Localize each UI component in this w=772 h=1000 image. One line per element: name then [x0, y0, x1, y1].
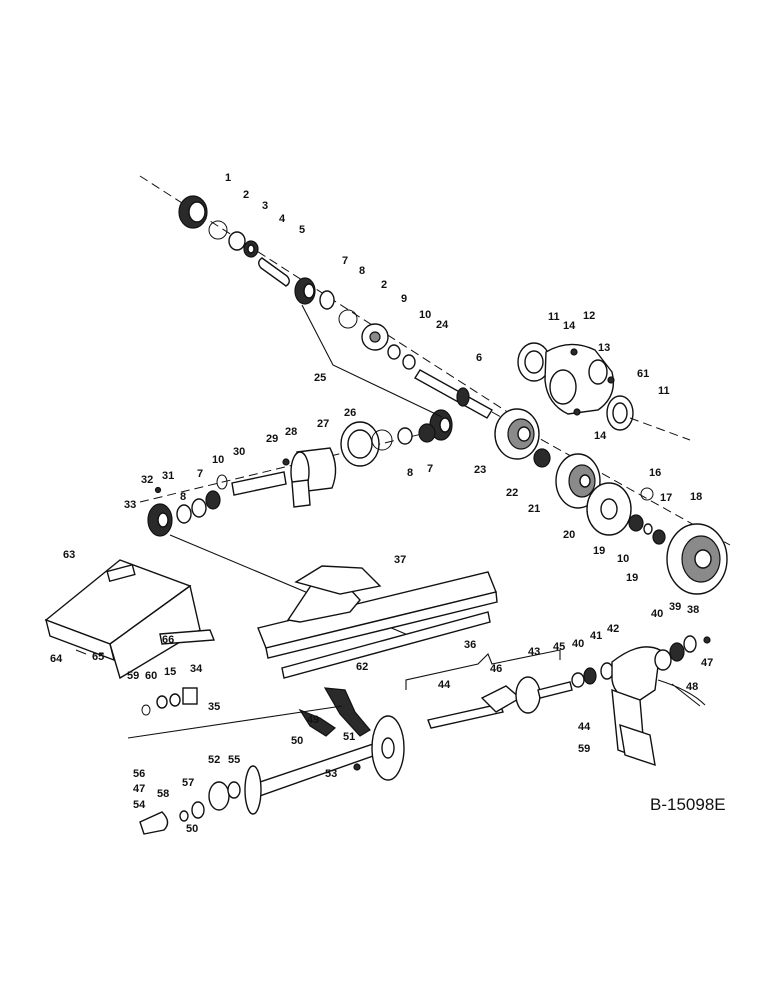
callout: 65 — [92, 651, 104, 663]
callout: 7 — [427, 463, 433, 475]
callout: 40 — [651, 608, 663, 620]
callout: 18 — [690, 491, 702, 503]
callout: 10 — [419, 309, 431, 321]
callout-labels: 1 2 3 4 5 7 8 2 9 10 24 6 25 11 14 12 13… — [50, 172, 713, 835]
callout: 44 — [578, 721, 591, 733]
callout: 4 — [279, 213, 286, 225]
callout: 48 — [686, 681, 698, 693]
shield — [44, 559, 216, 680]
callout: 53 — [325, 768, 337, 780]
callout: 57 — [182, 777, 194, 789]
frame-channel — [257, 565, 498, 679]
callout: 39 — [669, 601, 681, 613]
callout: 35 — [208, 701, 220, 713]
upper-shaft-assembly — [139, 175, 521, 441]
callout: 3 — [262, 200, 268, 212]
callout: 56 — [133, 768, 145, 780]
callout: 7 — [342, 255, 348, 267]
callout: 11 — [548, 311, 560, 323]
callout: 28 — [285, 426, 297, 438]
callout: 36 — [464, 639, 476, 651]
callout: 45 — [553, 641, 565, 653]
callout: 42 — [607, 623, 619, 635]
callout: 8 — [359, 265, 365, 277]
callout: 25 — [314, 372, 326, 384]
callout: 20 — [563, 529, 575, 541]
callout: 60 — [145, 670, 157, 682]
callout: 52 — [208, 754, 220, 766]
callout: 30 — [233, 446, 245, 458]
callout: 19 — [626, 572, 638, 584]
callout: 50 — [291, 735, 303, 747]
callout: 19 — [593, 545, 605, 557]
callout: 47 — [701, 657, 713, 669]
callout: 54 — [133, 799, 146, 811]
callout: 43 — [528, 646, 540, 658]
callout: 59 — [127, 670, 139, 682]
callout: 6 — [476, 352, 482, 364]
callout: 41 — [590, 630, 602, 642]
callout: 38 — [687, 604, 699, 616]
callout: 37 — [394, 554, 406, 566]
callout: 29 — [266, 433, 278, 445]
callout: 50 — [186, 823, 198, 835]
callout: 11 — [658, 385, 670, 397]
callout: 12 — [583, 310, 595, 322]
callout: 14 — [594, 430, 607, 442]
callout: 66 — [162, 634, 174, 646]
callout: 59 — [578, 743, 590, 755]
right-drive-assembly — [405, 635, 711, 767]
callout: 7 — [197, 468, 203, 480]
lower-drive-assembly — [127, 687, 405, 835]
callout: 2 — [381, 279, 387, 291]
pulley-assembly — [491, 408, 731, 595]
callout: 8 — [180, 491, 186, 503]
callout: 27 — [317, 418, 329, 430]
callout: 62 — [356, 661, 368, 673]
callout: 40 — [572, 638, 584, 650]
callout: 2 — [243, 189, 249, 201]
callout: 55 — [228, 754, 240, 766]
callout: 17 — [660, 492, 672, 504]
callout: 64 — [50, 653, 63, 665]
callout: 34 — [190, 663, 203, 675]
callout: 31 — [162, 470, 174, 482]
callout: 5 — [299, 224, 305, 236]
callout: 13 — [598, 342, 610, 354]
callout: 51 — [343, 731, 355, 743]
callout: 10 — [617, 553, 629, 565]
callout: 15 — [164, 666, 176, 678]
middle-shaft-assembly — [139, 421, 436, 641]
callout: 1 — [225, 172, 231, 184]
callout: 46 — [490, 663, 502, 675]
callout: 47 — [133, 783, 145, 795]
callout: 22 — [506, 487, 518, 499]
callout: 10 — [212, 454, 224, 466]
callout: 23 — [474, 464, 486, 476]
callout: 24 — [436, 319, 449, 331]
figure-id: B-15098E — [650, 795, 726, 814]
callout: 9 — [401, 293, 407, 305]
callout: 16 — [649, 467, 661, 479]
callout: 8 — [407, 467, 413, 479]
callout: 21 — [528, 503, 540, 515]
callout: 26 — [344, 407, 356, 419]
gear-housing — [517, 342, 691, 441]
callout: 63 — [63, 549, 75, 561]
callout: 58 — [157, 788, 169, 800]
callout: 14 — [563, 320, 576, 332]
callout: 44 — [438, 679, 451, 691]
callout: 33 — [124, 499, 136, 511]
callout: 32 — [141, 474, 153, 486]
callout: 49 — [307, 714, 319, 726]
callout: 61 — [637, 368, 649, 380]
